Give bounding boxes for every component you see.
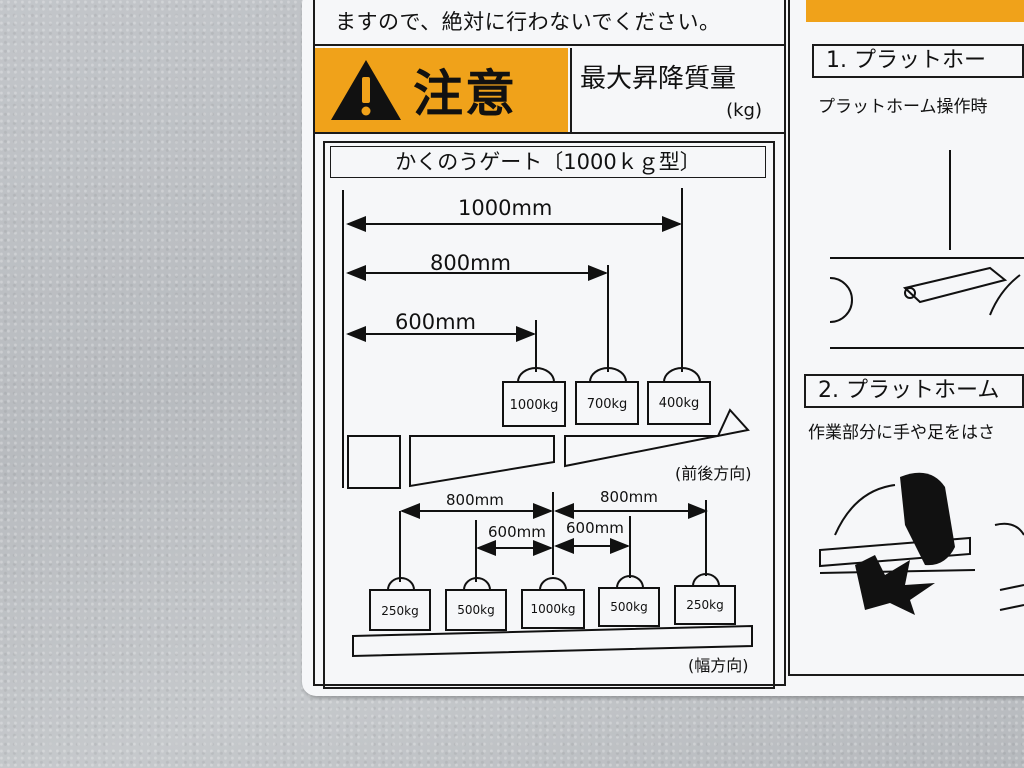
weight-knob <box>517 367 555 383</box>
weight-label: 500kg <box>610 600 648 614</box>
instruction-item-1-title: 1. プラットホー <box>812 44 1024 78</box>
max-load-title: 最大昇降質量 <box>580 64 737 94</box>
direction-label: (前後方向) <box>675 464 752 483</box>
weight-block <box>521 589 585 629</box>
instruction-item-2-text: 作業部分に手や足をはさ <box>808 423 995 443</box>
weight-label: 700kg <box>586 397 628 412</box>
divider <box>313 44 786 46</box>
weight-knob <box>539 577 567 591</box>
pinch-hazard-illustration <box>819 472 1024 615</box>
weight-knob <box>387 577 415 591</box>
dim-label: 800mm <box>430 251 511 275</box>
warning-triangle-icon <box>331 60 401 120</box>
max-load-header: 最大昇降質量 (kg) <box>570 48 784 132</box>
caution-word: 注意 <box>413 65 517 123</box>
gate-post <box>347 435 401 489</box>
weight-label: 500kg <box>457 603 495 617</box>
weight-knob <box>589 367 627 383</box>
weight-block <box>674 585 736 625</box>
gate-platform-width <box>352 624 753 658</box>
dim-label: 1000mm <box>458 196 553 220</box>
weight-block <box>369 589 431 631</box>
weight-label: 400kg <box>658 396 700 411</box>
weight-block <box>575 381 639 425</box>
divider <box>313 132 786 134</box>
instruction-item-1-text: プラットホーム操作時 <box>818 97 988 117</box>
dim-label: 600mm <box>488 523 546 541</box>
gate-platform-tip <box>564 408 750 468</box>
weight-block <box>647 381 711 425</box>
gate-platform-front <box>409 435 555 488</box>
weight-knob <box>663 367 701 383</box>
weight-block <box>502 381 566 427</box>
weight-knob <box>463 577 491 591</box>
right-panel-frame <box>788 0 1024 676</box>
weight-knob <box>692 573 720 587</box>
weight-label: 1000kg <box>509 398 559 413</box>
weight-label: 250kg <box>686 598 724 612</box>
caution-header-partial <box>806 0 1024 22</box>
gate-title: かくのうゲート〔1000ｋｇ型〕 <box>330 146 766 178</box>
weight-label: 250kg <box>381 604 419 618</box>
instruction-item-2-title: 2. プラットホーム <box>804 374 1024 408</box>
left-panel-frame <box>313 0 786 686</box>
dim-label: 600mm <box>566 519 624 537</box>
weight-block <box>598 587 660 627</box>
dim-label: 800mm <box>446 491 504 509</box>
max-load-unit: (kg) <box>726 100 762 121</box>
dim-label: 600mm <box>395 310 476 334</box>
direction-label: (幅方向) <box>688 656 749 675</box>
weight-label: 1000kg <box>530 602 576 616</box>
weight-knob <box>616 575 644 589</box>
dim-label: 800mm <box>600 488 658 506</box>
platform-operation-illustration <box>829 150 1024 349</box>
caution-header: 注意 <box>315 48 568 132</box>
weight-block <box>445 589 507 631</box>
top-warning-note: ますので、絶対に行わないでください。 <box>335 10 721 34</box>
load-diagram-box <box>323 141 775 689</box>
